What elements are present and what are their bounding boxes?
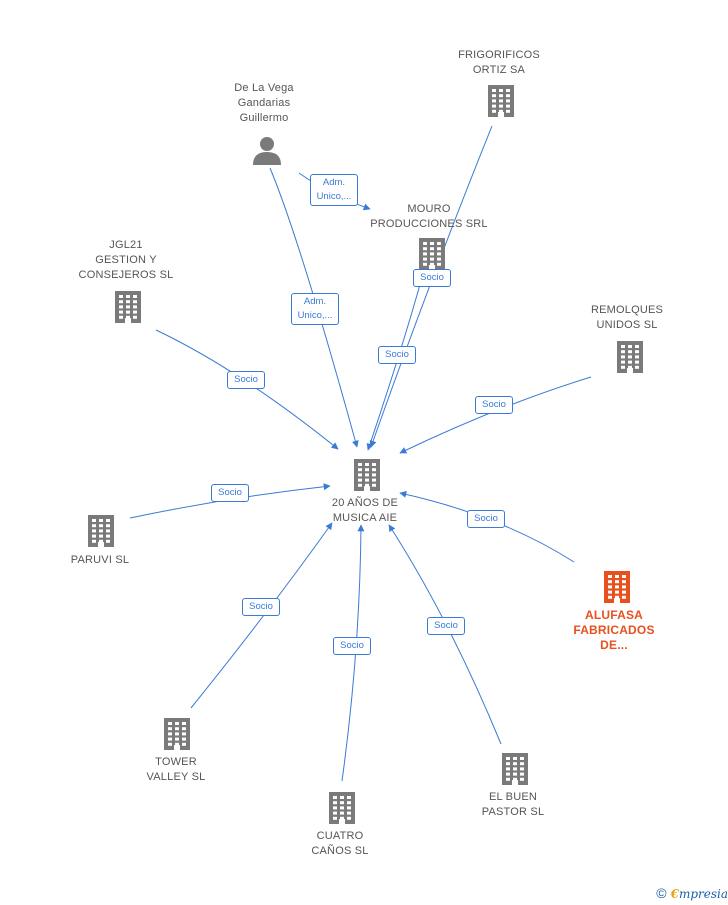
building-icon-remolques[interactable] [617, 341, 643, 373]
node-label-elbuen[interactable]: EL BUEN PASTOR SL [481, 791, 545, 818]
node-label-frigorificos[interactable]: FRIGORIFICOS ORTIZ SA [458, 49, 540, 76]
node-label-tower[interactable]: TOWER VALLEY SL [146, 756, 206, 783]
node-label-paruvi[interactable]: PARUVI SL [70, 553, 130, 566]
brand-logo-e: € [670, 887, 679, 901]
node-label-delavega[interactable]: De La Vega Gandarias Guillermo [234, 81, 294, 124]
building-icon-cuatro[interactable] [329, 792, 355, 824]
edge-jgl21-center [155, 329, 339, 450]
edge-label-elbuen-center[interactable]: Socio [427, 617, 465, 635]
node-label-cuatro[interactable]: CUATRO CAÑOS SL [311, 830, 369, 857]
building-icon-elbuen[interactable] [502, 753, 528, 785]
building-icon-jgl21[interactable] [115, 291, 141, 323]
node-label-alufasa[interactable]: ALUFASA FABRICADOS DE... [573, 607, 655, 652]
edge-label-paruvi-center[interactable]: Socio [211, 484, 249, 502]
edge-label-delavega-mouro[interactable]: Adm. Unico,... [309, 174, 359, 206]
edge-label-alufasa-center[interactable]: Socio [467, 510, 505, 528]
edge-label-mouro-center[interactable]: Socio [378, 346, 416, 364]
node-label-jgl21[interactable]: JGL21 GESTION Y CONSEJEROS SL [78, 238, 174, 281]
edge-label-cuatro-center[interactable]: Socio [333, 637, 371, 655]
building-icon-frigorificos[interactable] [488, 85, 514, 117]
building-icon-center[interactable] [354, 459, 380, 491]
node-label-center[interactable]: 20 AÑOS DE MUSICA AIE [331, 497, 399, 524]
building-icon-paruvi[interactable] [88, 515, 114, 547]
node-label-remolques[interactable]: REMOLQUES UNIDOS SL [590, 304, 664, 331]
building-icon-alufasa[interactable] [604, 571, 630, 603]
edge-remolques-center [399, 376, 592, 454]
footer-brand[interactable]: ©€mpresia [656, 885, 728, 901]
building-icon-mouro[interactable] [419, 238, 445, 270]
icons-layer [88, 85, 643, 824]
edge-label-tower-center[interactable]: Socio [242, 598, 280, 616]
edge-label-frigorificos-center[interactable]: Socio [413, 269, 451, 287]
node-label-mouro[interactable]: MOURO PRODUCCIONES SRL [370, 203, 488, 230]
edge-label-remolques-center[interactable]: Socio [475, 396, 513, 414]
copyright-icon: © [656, 885, 667, 901]
brand-name: mpresia [678, 887, 728, 901]
building-icon-tower[interactable] [164, 718, 190, 750]
edge-delavega-center [269, 167, 359, 448]
person-icon-delavega[interactable] [253, 137, 281, 165]
edge-label-jgl21-center[interactable]: Socio [227, 371, 265, 389]
edge-label-delavega-center[interactable]: Adm. Unico,... [290, 293, 340, 325]
